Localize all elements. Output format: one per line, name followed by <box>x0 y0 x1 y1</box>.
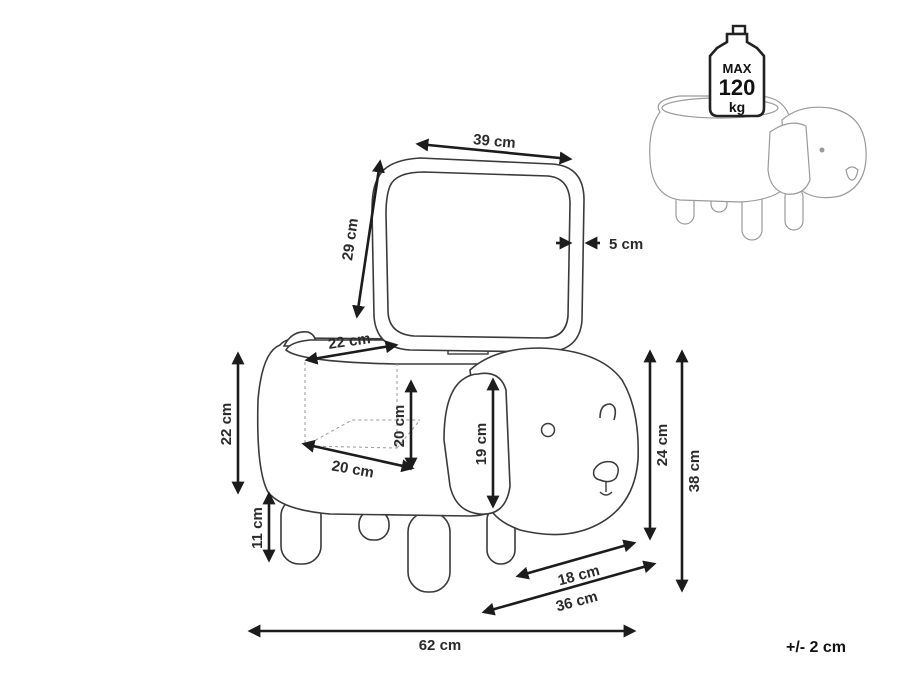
label-head-height: 24 cm <box>654 424 671 467</box>
label-total-length: 62 cm <box>419 637 462 654</box>
stool-main-drawing <box>256 157 639 593</box>
label-lid-thickness: 5 cm <box>609 236 643 253</box>
max-weight-badge: MAX 120 kg <box>708 24 766 118</box>
label-body-height: 22 cm <box>218 403 235 446</box>
label-ear-length: 19 cm <box>473 423 490 466</box>
label-lid-width: 39 cm <box>472 131 516 152</box>
tolerance-note: +/- 2 cm <box>786 639 846 656</box>
reference-stool-illustration <box>649 95 867 241</box>
weight-max-label: MAX <box>723 61 752 76</box>
label-inner-height: 20 cm <box>391 405 408 448</box>
label-total-height: 38 cm <box>686 450 703 493</box>
label-lid-height: 29 cm <box>339 217 362 261</box>
dimension-arrows <box>231 138 689 638</box>
weight-value: 120 <box>719 75 756 100</box>
label-total-depth: 36 cm <box>554 588 599 615</box>
label-inner-depth: 22 cm <box>327 330 371 353</box>
label-leg-height: 11 cm <box>249 507 266 549</box>
weight-unit: kg <box>729 99 745 115</box>
